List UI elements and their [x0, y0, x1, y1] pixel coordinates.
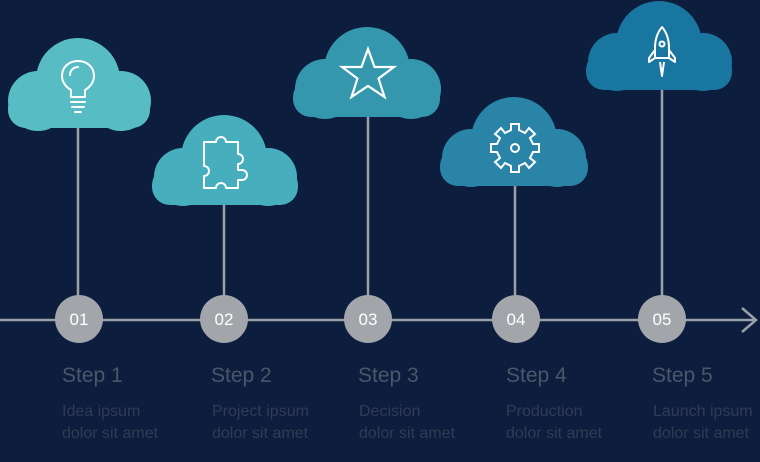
step-title-5: Step 5: [652, 364, 713, 387]
step-number-4: 04: [507, 310, 526, 329]
step-description-4: Production dolor sit amet: [506, 403, 603, 442]
cloud-5: [586, 1, 732, 91]
step-number-1: 01: [70, 310, 89, 329]
step-description-5: Launch ipsum dolor sit amet: [653, 403, 753, 442]
cloud-4: [440, 97, 588, 187]
lightbulb-icon: [61, 60, 95, 113]
step-node-4: 04: [492, 295, 540, 343]
step-number-3: 03: [359, 310, 378, 329]
step-title-3: Step 3: [358, 364, 419, 387]
step-description-2: Project ipsum dolor sit amet: [212, 403, 309, 442]
step-number-5: 05: [653, 310, 672, 329]
star-icon: [338, 45, 398, 100]
gear-icon: [490, 123, 540, 173]
step-description-1: Idea ipsum dolor sit amet: [62, 403, 159, 442]
step-number-2: 02: [215, 310, 234, 329]
step-node-2: 02: [200, 295, 248, 343]
timeline-arrow-head: [741, 307, 758, 333]
cloud-3: [293, 27, 441, 119]
step-title-1: Step 1: [62, 364, 123, 387]
step-node-1: 01: [55, 295, 103, 343]
step-title-4: Step 4: [506, 364, 567, 387]
rocket-icon: [648, 26, 676, 77]
step-description-3: Decision dolor sit amet: [359, 403, 456, 442]
cloud-2: [152, 115, 298, 206]
cloud-1: [8, 38, 151, 131]
step-node-3: 03: [344, 295, 392, 343]
step-node-5: 05: [638, 295, 686, 343]
puzzle-icon: [203, 136, 248, 189]
step-title-2: Step 2: [211, 364, 272, 387]
